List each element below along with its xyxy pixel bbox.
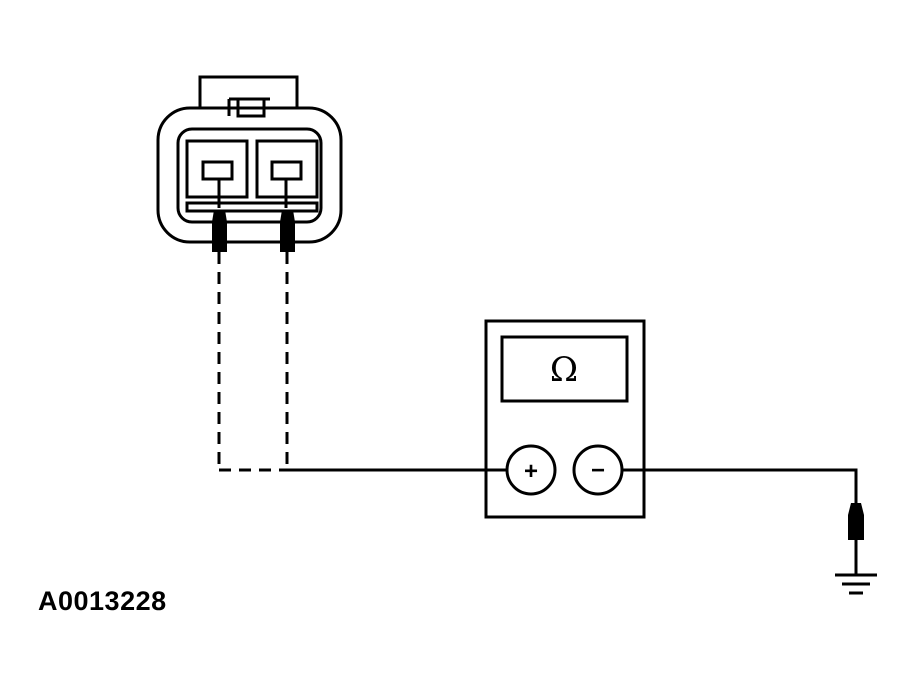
probe-2 <box>280 210 295 252</box>
ground-icon <box>835 573 877 595</box>
figure-id: A0013228 <box>38 586 167 616</box>
probe-1 <box>212 210 227 252</box>
ohm-symbol: Ω <box>550 350 578 390</box>
meter-positive-jack <box>505 444 557 496</box>
meter-display <box>500 335 629 403</box>
connector-lock-bar <box>185 201 319 213</box>
connector-latch <box>198 75 299 108</box>
connector <box>156 75 343 244</box>
ohmmeter: Ω + − <box>484 319 646 519</box>
terminal-1 <box>201 160 234 181</box>
lead-negative <box>622 468 858 503</box>
ground-probe <box>848 503 864 540</box>
connector-housing <box>156 106 343 244</box>
connector-shroud <box>176 127 323 224</box>
positive-sign: + <box>524 458 538 485</box>
terminal-2 <box>270 160 303 181</box>
meter-body <box>484 319 646 519</box>
negative-sign: − <box>591 457 605 484</box>
connector-cavity-1 <box>185 139 249 199</box>
dashed-leads <box>217 252 289 472</box>
